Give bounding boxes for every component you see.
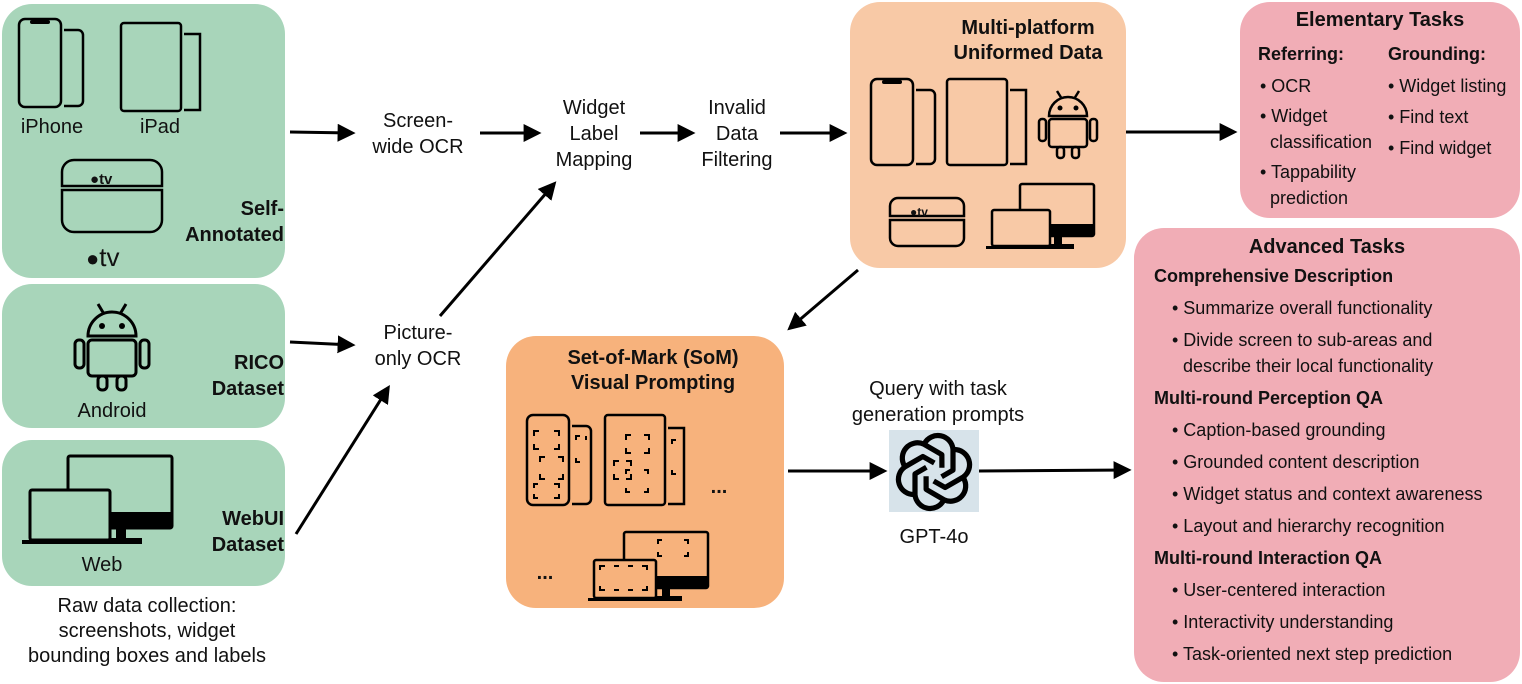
referring-item: • Tappability [1260, 162, 1357, 182]
apple-logo-icon: ● [86, 246, 100, 271]
apple-tv-box-icon [888, 196, 966, 248]
referring-header: Referring: [1258, 44, 1345, 64]
self-annotated-title: Self-Annotated [185, 198, 284, 246]
widget-label-mapping-label: Widget Label Mapping [555, 97, 633, 171]
apple-tv-badge: ●tv [90, 171, 113, 188]
task-item-continued: describe their local functionality [1183, 356, 1434, 376]
android-label: Android [77, 400, 147, 422]
apple-logo-icon: ● [90, 171, 100, 188]
grounding-header: Grounding: [1388, 44, 1486, 64]
rico-dataset-box [2, 284, 285, 428]
apple-tv-logo: ●tv [86, 242, 120, 272]
advanced-tasks-title: Advanced Tasks [1248, 236, 1406, 258]
section-header: Multi-round Interaction QA [1154, 548, 1382, 568]
marked-iphone-icon [525, 413, 593, 507]
task-item: • Task-oriented next step prediction [1172, 644, 1453, 664]
android-icon [73, 303, 151, 392]
webui-title: WebUI Dataset [211, 508, 284, 556]
iphone-label: iPhone [20, 116, 84, 138]
grounding-item: • Find widget [1388, 138, 1492, 158]
section-header: Multi-round Perception QA [1154, 388, 1383, 408]
arrow-picture-ocr-to-widget-label [438, 181, 557, 317]
ipad-label: iPad [139, 116, 181, 138]
web-label: Web [81, 554, 123, 576]
som-title: Set-of-Mark (SoM) Visual Prompting [567, 347, 739, 394]
iphone-icon [869, 77, 937, 167]
rico-title: RICO Dataset [211, 352, 284, 400]
arrow-self-to-screen-ocr [289, 123, 356, 142]
ipad-icon [119, 21, 202, 113]
referring-item-continued: classification [1270, 132, 1373, 152]
task-item: • Caption-based grounding [1172, 420, 1386, 440]
task-item: • User-centered interaction [1172, 580, 1386, 600]
elementary-tasks-title: Elementary Tasks [1295, 9, 1465, 31]
section-header: Comprehensive Description [1154, 266, 1394, 286]
raw-data-caption: Raw data collection: screenshots, widget… [28, 595, 266, 667]
arrow-multi-platform-to-som [787, 268, 859, 331]
referring-item: • OCR [1260, 76, 1312, 96]
advanced-tasks-box [1134, 228, 1520, 682]
web-monitor-laptop-icon [986, 182, 1096, 249]
task-item: • Summarize overall functionality [1172, 298, 1433, 318]
multi-platform-box [850, 2, 1126, 268]
arrow-web-to-picture-ocr [294, 384, 390, 535]
task-item: • Interactivity understanding [1172, 612, 1394, 632]
picture-only-ocr-label: Picture- only OCR [374, 322, 462, 370]
task-item: • Layout and hierarchy recognition [1172, 516, 1445, 536]
web-monitor-laptop-icon [22, 454, 174, 544]
openai-logo-icon [894, 432, 974, 510]
task-item: • Divide screen to sub-areas and [1172, 330, 1433, 350]
elementary-tasks-box [1240, 2, 1520, 218]
apple-logo-icon: ● [910, 205, 918, 219]
grounding-item: • Find text [1388, 107, 1469, 127]
apple-tv-badge: ●tv [910, 205, 928, 219]
marked-ipad-icon [603, 413, 686, 507]
som-ellipsis-1: ... [710, 476, 728, 498]
grounding-item: • Widget listing [1388, 76, 1507, 96]
apple-tv-box-icon [60, 158, 164, 234]
multi-platform-title: Multi-platform Uniformed Data [953, 17, 1103, 64]
marked-monitor-laptop-icon [588, 530, 710, 601]
som-ellipsis-2: ... [536, 562, 554, 584]
gpt4o-label: GPT-4o [899, 526, 969, 548]
android-icon [1037, 90, 1099, 160]
arrow-rico-to-picture-ocr [289, 335, 356, 354]
task-item: • Widget status and context awareness [1172, 484, 1483, 504]
referring-item: • Widget [1260, 106, 1328, 126]
referring-item-continued: prediction [1270, 188, 1349, 208]
invalid-data-filtering-label: Invalid Data Filtering [701, 97, 773, 171]
screen-wide-ocr-label: Screen- wide OCR [372, 110, 464, 158]
iphone-icon [17, 17, 85, 109]
ipad-icon [945, 77, 1028, 167]
query-label: Query with task generation prompts [851, 378, 1025, 426]
task-item: • Grounded content description [1172, 452, 1420, 472]
arrow-gpt4o-to-advanced [977, 461, 1132, 480]
